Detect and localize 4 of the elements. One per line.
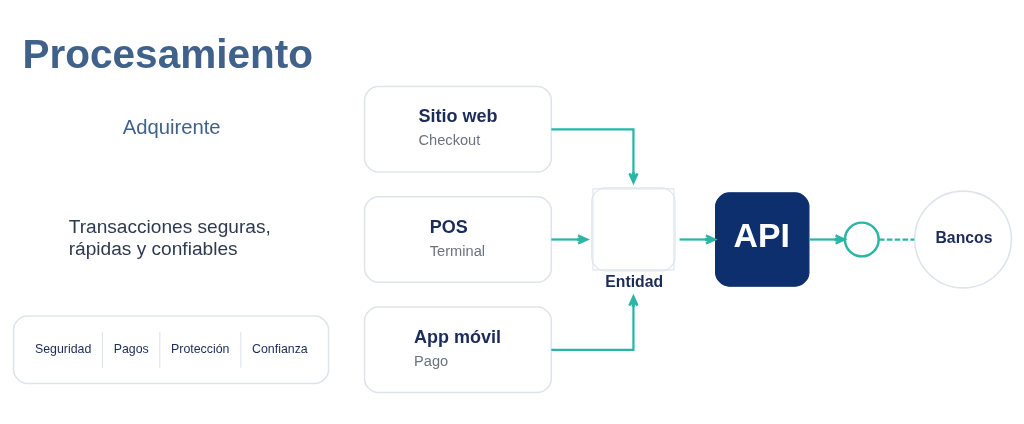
label: Adquirente: [122, 115, 221, 138]
node-label: Entidad: [604, 272, 663, 290]
diagram-title: Procesamiento: [22, 30, 313, 77]
label: Transacciones seguras, rápidas y confiables: [68, 215, 271, 259]
